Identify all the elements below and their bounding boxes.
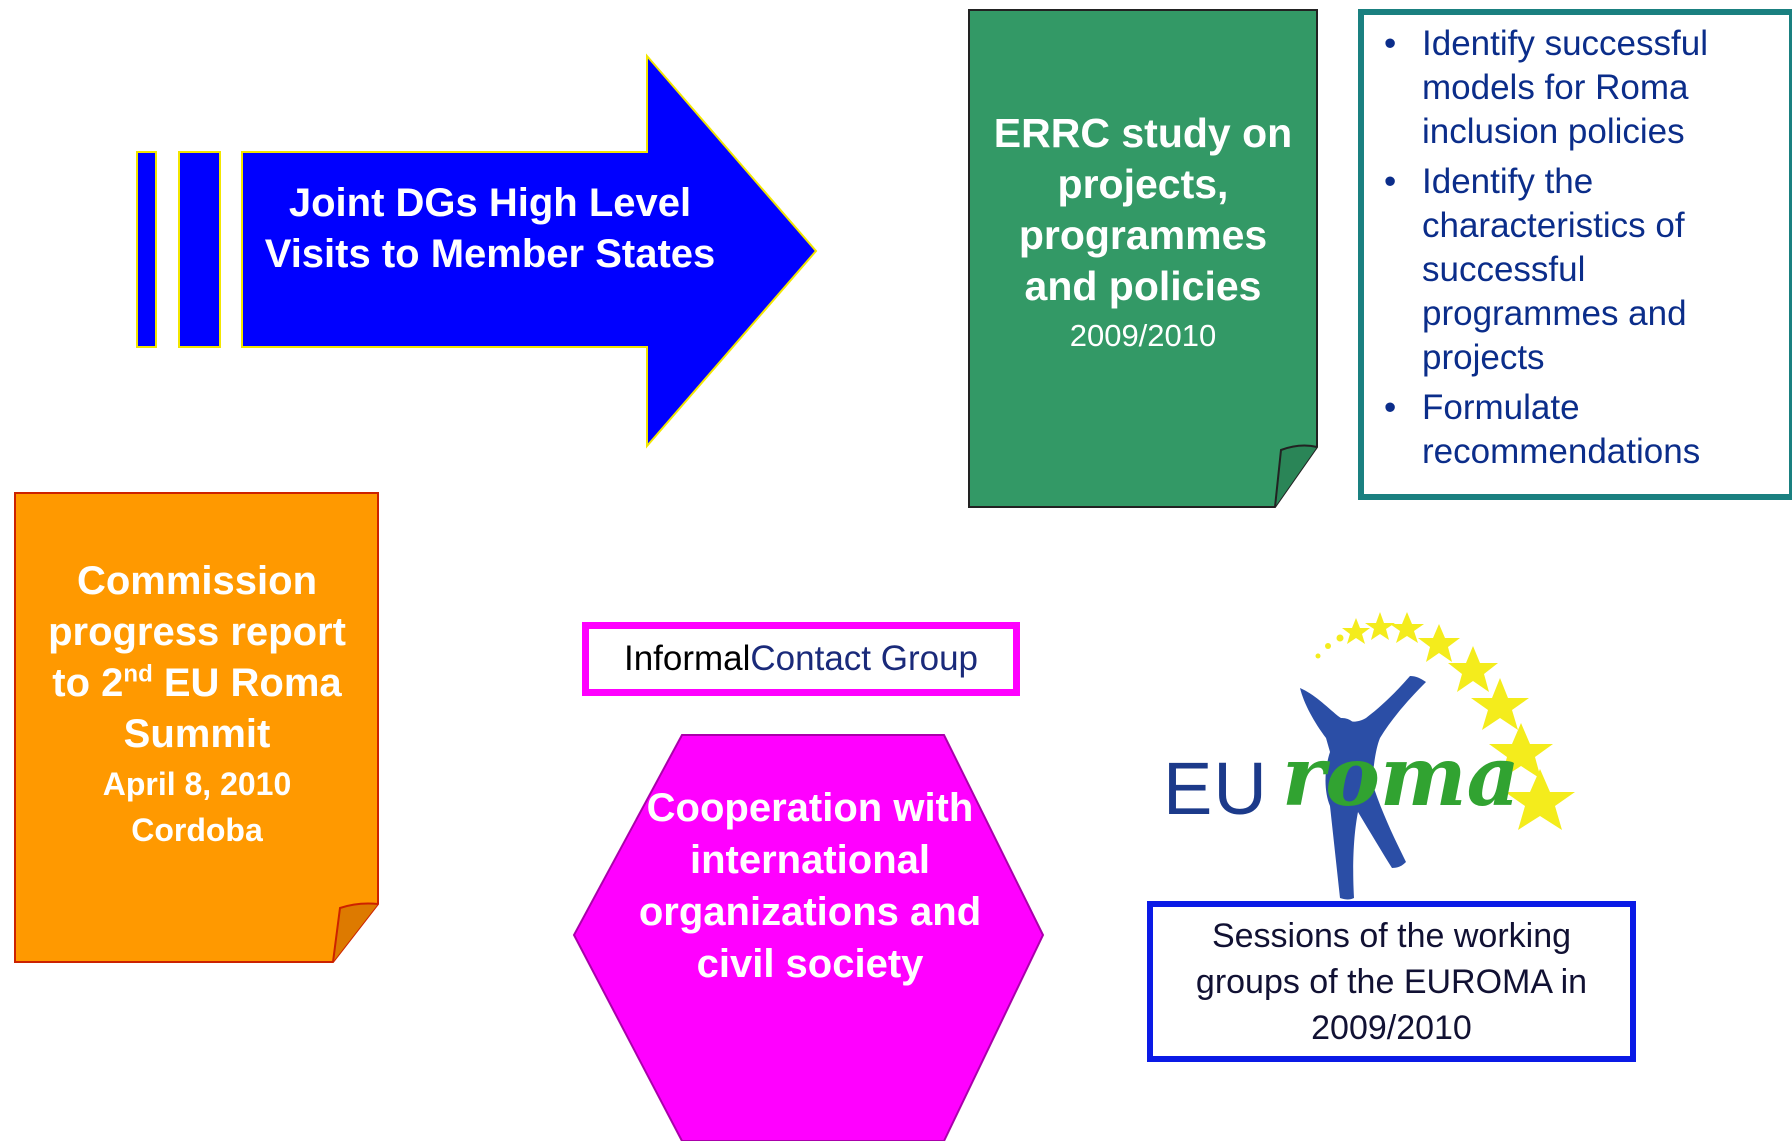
euroma-logo-roma: roma <box>1282 729 1520 825</box>
sessions-label: Sessions of the working groups of the EU… <box>1195 916 1588 1047</box>
goals-list: • Identify successful models for Roma in… <box>1360 22 1770 480</box>
euroma-logo-eu: EU <box>1163 747 1268 830</box>
report-place: Cordoba <box>131 812 263 848</box>
report-title-superscript: nd <box>123 660 153 688</box>
cooperation-label: Cooperation with international organizat… <box>638 786 982 986</box>
bullet-icon: • <box>1384 24 1397 63</box>
arrow-body <box>241 53 818 449</box>
errc-date: 2009/2010 <box>1069 318 1217 353</box>
report-date: April 8, 2010 <box>102 766 292 802</box>
contact-group-label-b: Contact Group <box>750 639 979 678</box>
report-note-shape <box>14 492 379 963</box>
arrow-stripe-1 <box>136 151 157 348</box>
star-icon <box>1315 612 1575 830</box>
errc-note: ERRC study on projects, programmes and p… <box>985 108 1301 358</box>
bullet-icon: • <box>1384 162 1397 201</box>
sessions-box: Sessions of the working groups of the EU… <box>1147 901 1636 1062</box>
contact-group-label-a: Informal <box>623 639 751 678</box>
goals-box <box>1358 9 1792 500</box>
arrow-stripe-2 <box>178 151 221 348</box>
arrow-label: Joint DGs High Level Visits to Member St… <box>264 181 716 276</box>
list-item: • Identify the characteristics of succes… <box>1360 160 1770 380</box>
errc-title: ERRC study on projects, programmes and p… <box>993 110 1293 309</box>
goal-text: Formulate recommendations <box>1422 388 1701 471</box>
list-item: • Identify successful models for Roma in… <box>1360 22 1770 154</box>
list-item: • Formulate recommendations <box>1360 386 1770 474</box>
cooperation-hexagon <box>572 734 1045 1141</box>
goal-text: Identify successful models for Roma incl… <box>1422 24 1708 151</box>
dancing-figure-icon <box>1300 676 1426 900</box>
report-title-part-2: EU Roma Summit <box>123 661 342 756</box>
arrow-shape <box>136 53 818 449</box>
report-title-part-1: Commission progress report to 2 <box>48 559 346 705</box>
goal-text: Identify the characteristics of successf… <box>1422 162 1687 377</box>
euroma-logo <box>1300 612 1575 900</box>
contact-group-box: Informal Contact Group <box>582 622 1020 696</box>
report-note: Commission progress report to 2nd EU Rom… <box>32 556 362 852</box>
errc-note-shape <box>968 9 1318 508</box>
report-title: Commission progress report to 2nd EU Rom… <box>32 556 362 760</box>
bullet-icon: • <box>1384 388 1397 427</box>
